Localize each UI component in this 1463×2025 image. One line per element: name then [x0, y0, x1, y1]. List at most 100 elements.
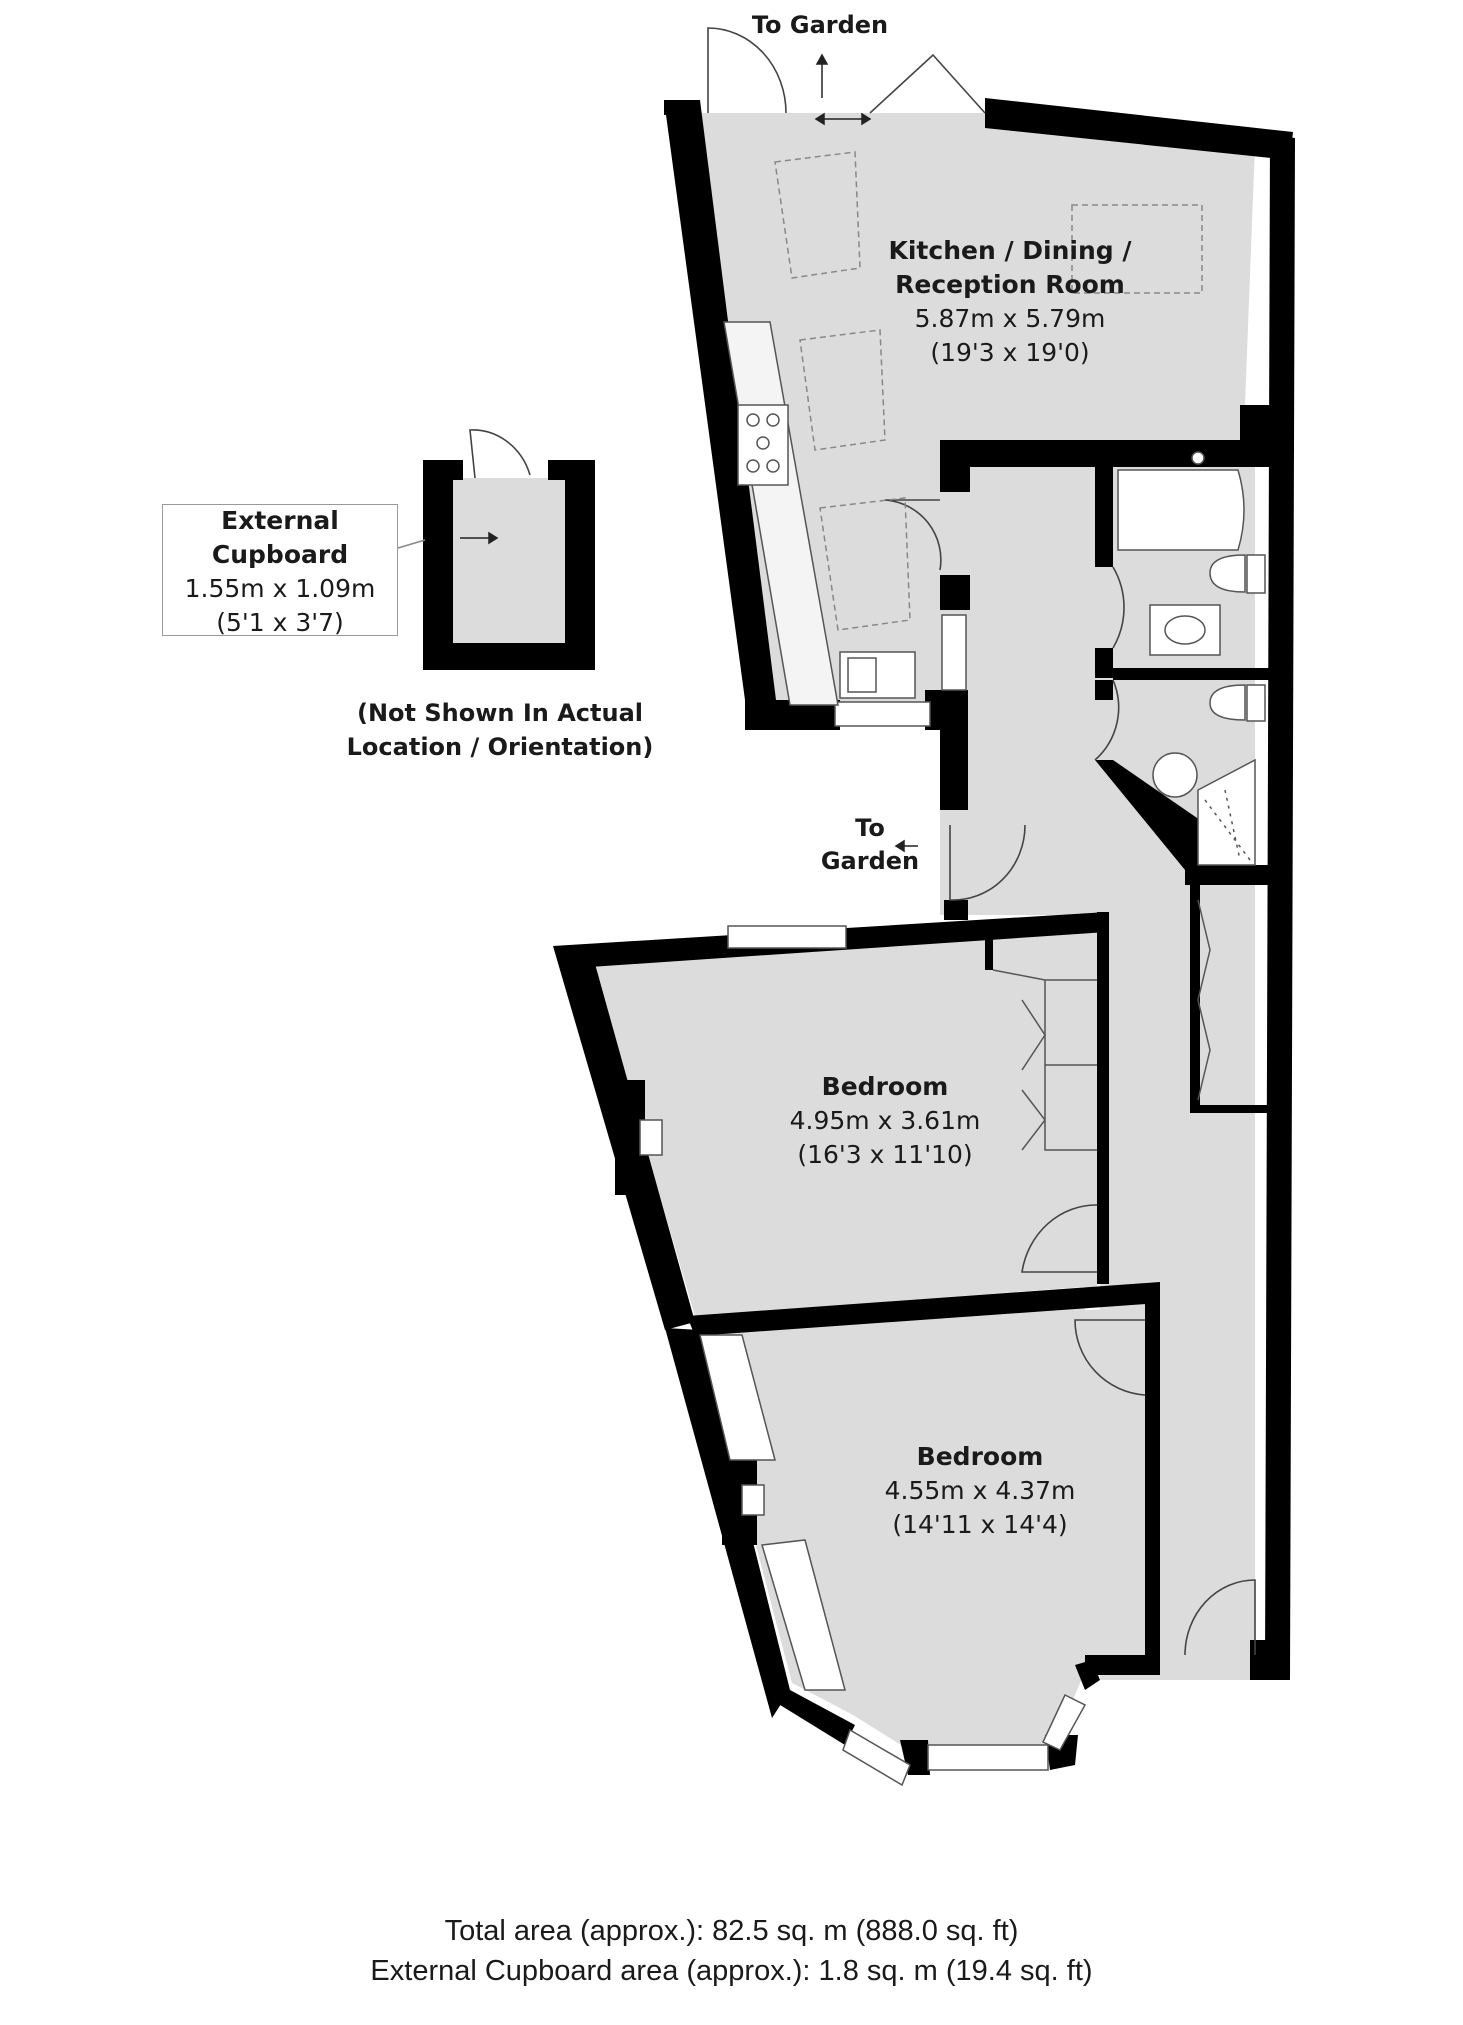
bath-tub [1117, 469, 1245, 551]
ext-cup-left-wall [423, 460, 453, 670]
bedroom1-floor [593, 922, 1097, 1316]
bedroom1-name: Bedroom [821, 1072, 949, 1101]
external-cupboard-imperial: (5'1 x 3'7) [216, 608, 344, 637]
bedroom2-imperial: (14'11 x 14'4) [892, 1510, 1068, 1539]
bedroom1-label: Bedroom 4.95m x 3.61m (16'3 x 11'10) [735, 1070, 1035, 1172]
kitchen-floor [693, 113, 1255, 705]
kitchen-side-window [941, 614, 967, 691]
right-outer-wall [1265, 135, 1295, 1680]
hob-ring [756, 436, 770, 450]
basin-bowl [1164, 615, 1206, 645]
bedroom1-right-wall [1097, 912, 1109, 1284]
bedroom2-door [1074, 1319, 1146, 1396]
bifold-door-top [869, 53, 986, 114]
external-cupboard-metric: 1.55m x 1.09m [184, 574, 376, 603]
kitchen-name-2: Reception Room [895, 270, 1125, 299]
bathroom-left-wall-lower [1095, 648, 1113, 678]
bedroom1-imperial: (16'3 x 11'10) [797, 1140, 973, 1169]
bed-divider-wall [687, 1282, 1160, 1336]
kitchen-top-wall-left [664, 100, 700, 115]
to-garden-side-line2: Garden [820, 847, 920, 875]
kitchen-name-1: Kitchen / Dining / [888, 236, 1132, 265]
hall-wardrobe-doors [1197, 899, 1211, 1101]
hob-ring [766, 413, 780, 427]
external-area-text: External Cupboard area (approx.): 1.8 sq… [370, 1955, 1093, 1987]
bedroom1-metric: 4.95m x 3.61m [789, 1106, 981, 1135]
external-cupboard-name-1: External [221, 506, 339, 535]
external-cupboard-floor [453, 478, 565, 643]
not-shown-note: (Not Shown In Actual Location / Orientat… [300, 696, 700, 764]
hob-ring [746, 459, 760, 473]
bedroom2-metric: 4.55m x 4.37m [884, 1476, 1076, 1505]
not-shown-line2: Location / Orientation) [346, 733, 654, 761]
hall-wardrobe-wall [1190, 870, 1200, 1110]
bedroom1-top-window [727, 925, 847, 949]
garden-door-top-left [707, 27, 787, 114]
entrance-door [1184, 1579, 1256, 1656]
ensuite-bottom-wall [1185, 865, 1270, 885]
windows [639, 614, 1087, 1787]
bedroom2-right-wall [1145, 1300, 1160, 1670]
ensuite-toilet [1209, 684, 1246, 721]
ext-cup-top-left [423, 460, 463, 480]
bedroom1-side-window [639, 1119, 663, 1156]
wardrobe-doors [1021, 999, 1046, 1151]
bed1-wardrobe-top [985, 928, 993, 970]
ensuite-door [1094, 679, 1120, 761]
ensuite-diagonal-wall [1095, 760, 1200, 870]
hob-ring [746, 413, 760, 427]
toilet-cistern [1246, 554, 1266, 594]
bedroom2-label: Bedroom 4.55m x 4.37m (14'11 x 14'4) [830, 1440, 1130, 1542]
bay-window-right [1042, 1693, 1087, 1751]
doors [469, 27, 1256, 1656]
ensuite-basin [1152, 752, 1198, 798]
bathroom-toilet [1209, 554, 1246, 593]
bedroom2-bottom-wall [1085, 1655, 1160, 1675]
bay-left-segment [772, 1690, 855, 1745]
kitchen-side-wall [940, 690, 968, 810]
bedroom2-alcove-top [699, 1334, 776, 1461]
bath-tap [1191, 451, 1205, 465]
bedroom1-door [1021, 1204, 1098, 1273]
kitchen-bottom-window [834, 701, 931, 727]
to-garden-side-line1: To [855, 814, 885, 842]
arrow-right-icon [861, 112, 872, 126]
entry-wall-right [1250, 1640, 1290, 1680]
kitchen-imperial: (19'3 x 19'0) [930, 338, 1090, 367]
total-area-text: Total area (approx.): 82.5 sq. m (888.0 … [444, 1915, 1019, 1947]
dashed-furniture [774, 151, 1203, 631]
kitchen-hall-wall-lower [940, 575, 970, 610]
arrows [397, 53, 918, 853]
kitchen-top-wall-right [985, 98, 1293, 160]
bay-window-bottom [927, 1744, 1049, 1771]
bedroom2-alcove-bottom [761, 1539, 846, 1691]
fixtures [699, 151, 1266, 1691]
wardrobe-bottom-wall [1190, 1105, 1270, 1113]
to-garden-top-label: To Garden [751, 11, 889, 39]
arrow-left-icon [894, 839, 905, 853]
sink-bowl [847, 657, 877, 693]
arrow-right-icon [488, 531, 499, 545]
ext-cup-bottom-wall [423, 643, 595, 670]
ensuite-cistern [1246, 684, 1266, 722]
bay-window-left [842, 1728, 911, 1787]
bedroom2-side-window [741, 1484, 765, 1516]
side-garden-door [949, 824, 1026, 901]
bath-ensuite-divider [1113, 668, 1270, 680]
hob [737, 404, 789, 486]
kitchen-left-wall [664, 100, 776, 700]
arrow-left-icon [814, 112, 825, 126]
to-garden-side-label: To Garden [800, 812, 940, 878]
bedroom2-name: Bedroom [916, 1442, 1044, 1471]
hall-left-wall-lower [944, 900, 968, 920]
external-cupboard-label: External Cupboard 1.55m x 1.09m (5'1 x 3… [162, 504, 398, 640]
not-shown-line1: (Not Shown In Actual [357, 699, 643, 727]
external-cupboard-name-2: Cupboard [211, 540, 349, 569]
bath-door [1112, 566, 1125, 649]
shower-tray [1197, 758, 1256, 866]
hob-ring [766, 459, 780, 473]
ext-cup-top-right [548, 460, 595, 480]
walls [423, 98, 1295, 1775]
arrow-up-icon [815, 53, 829, 65]
